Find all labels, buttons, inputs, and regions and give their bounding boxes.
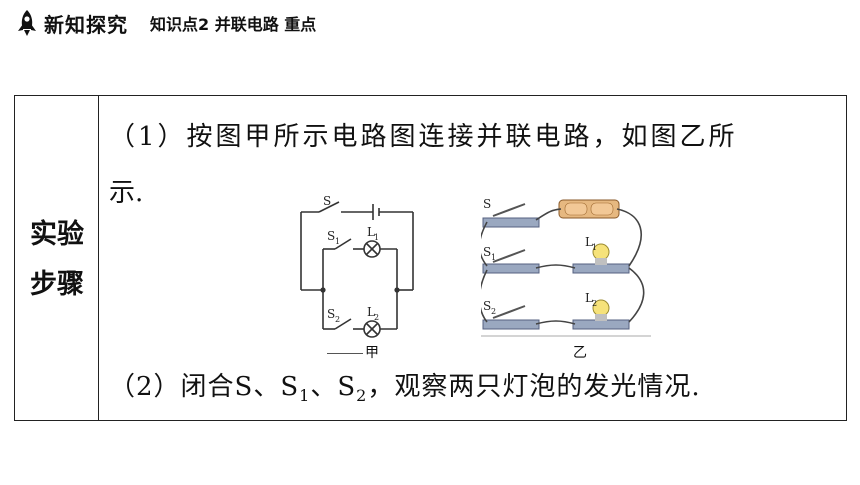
label-s1: S <box>327 229 335 243</box>
label-s2: S <box>483 299 491 313</box>
step1-text: （1）按图甲所示电路图连接并联电路，如图乙所 <box>109 122 738 152</box>
svg-text:1: 1 <box>592 243 597 252</box>
topic-title: 知识点2 并联电路 重点 <box>150 15 317 34</box>
svg-text:1: 1 <box>491 253 496 262</box>
svg-text:1: 1 <box>335 237 340 246</box>
label-experiment: 实验 <box>30 219 84 250</box>
experiment-table: 实验 步骤 （1）按图甲所示电路图连接并联电路，如图乙所 示. <box>14 95 847 421</box>
step1-continuation: 示. <box>109 178 144 208</box>
caption-yi: 乙 <box>573 345 587 361</box>
content-column: （1）按图甲所示电路图连接并联电路，如图乙所 示. <box>101 96 846 420</box>
svg-text:2: 2 <box>592 299 597 308</box>
wiring-photo-yi: S S 1 S 2 L 1 L 2 <box>481 197 651 337</box>
label-s: S <box>483 197 491 211</box>
label-s2: S <box>327 307 335 321</box>
label-l2: L <box>585 291 593 305</box>
rocket-icon <box>18 10 36 36</box>
label-s1: S <box>483 245 491 259</box>
svg-text:2: 2 <box>374 313 379 322</box>
label-l1: L <box>585 235 593 249</box>
label-steps: 步骤 <box>30 269 84 300</box>
caption-jia: 甲 <box>327 342 379 362</box>
figures: S S 1 L 1 S 2 L 2 甲 <box>291 194 751 364</box>
svg-text:2: 2 <box>335 315 340 324</box>
step2-text: （2）闭合S、S1、S2，观察两只灯泡的发光情况. <box>109 372 701 406</box>
label-column: 实验 步骤 <box>15 96 99 420</box>
svg-text:1: 1 <box>374 233 379 242</box>
circuit-diagram-jia: S S 1 L 1 S 2 L 2 <box>300 194 414 338</box>
svg-text:2: 2 <box>491 307 496 316</box>
label-l2: L <box>367 305 375 319</box>
label-s: S <box>323 194 331 208</box>
label-l1: L <box>367 225 375 239</box>
section-title: 新知探究 <box>44 12 128 37</box>
section-header: 新知探究 知识点2 并联电路 重点 <box>14 6 316 40</box>
